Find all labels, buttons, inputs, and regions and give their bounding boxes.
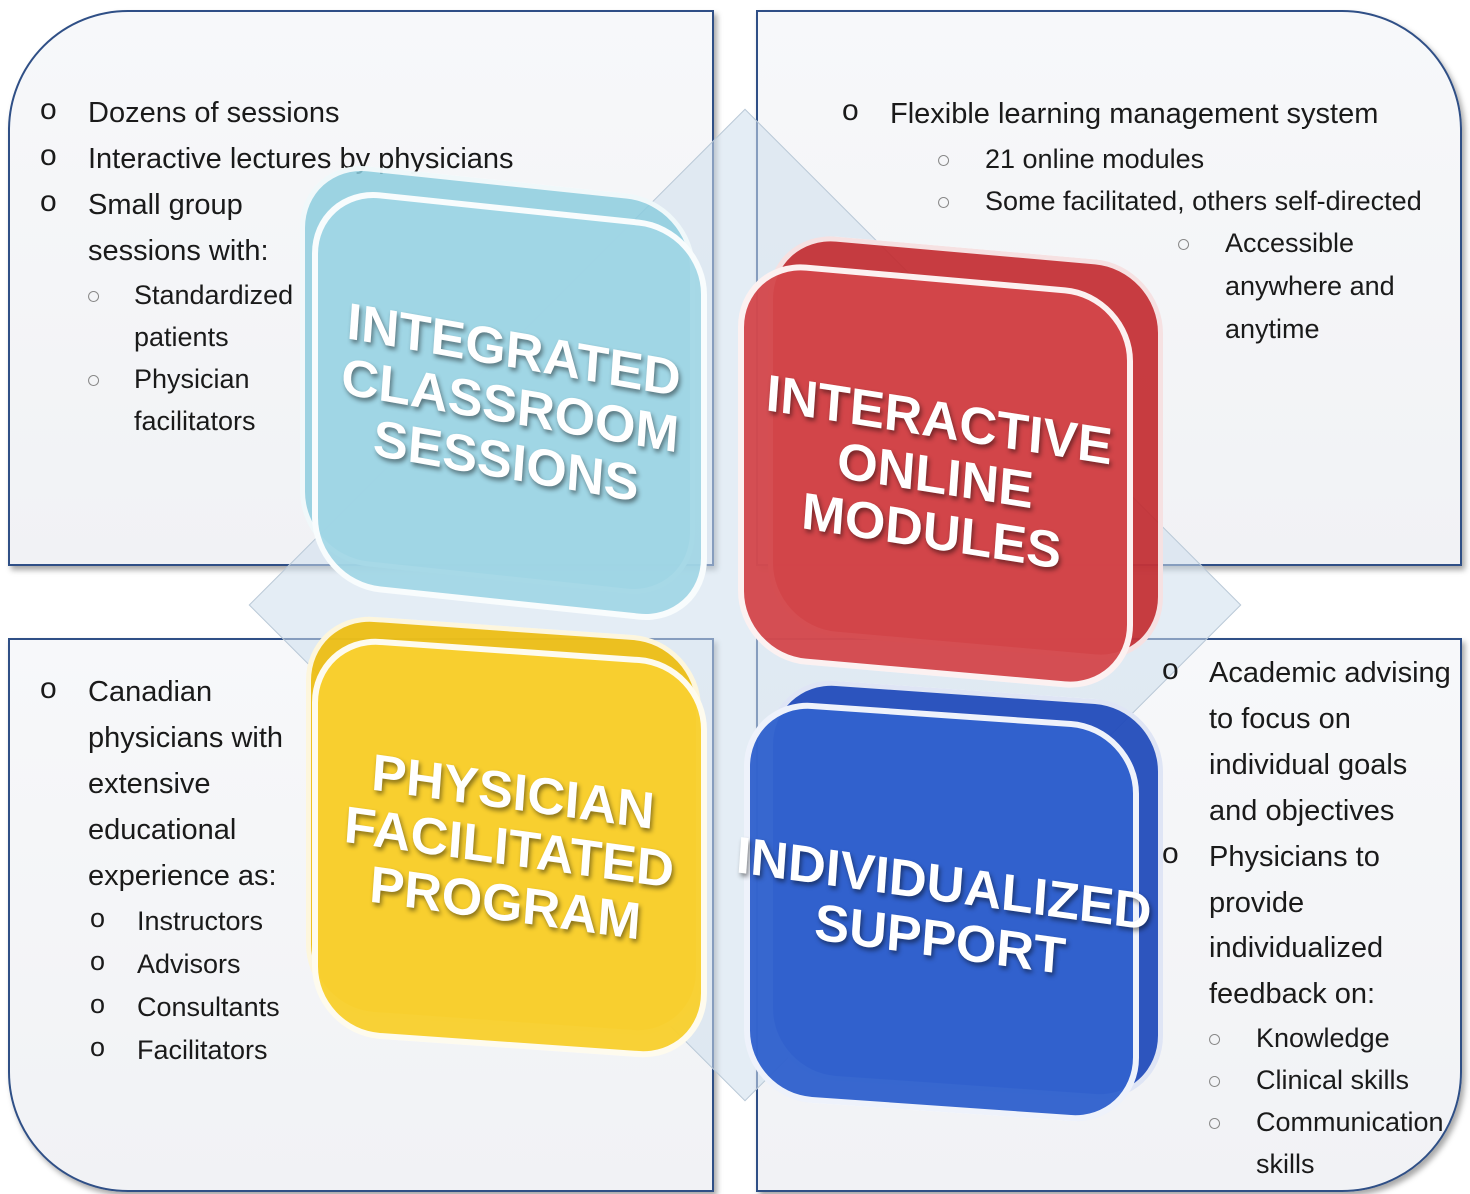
tile-integrated-classroom-sessions: INTEGRATED CLASSROOM SESSIONS [312, 185, 707, 627]
bullet: o [842, 94, 859, 127]
list-item: individualized [1209, 932, 1384, 964]
list-item: educational [88, 814, 237, 846]
bullet: o [90, 903, 106, 933]
sub-item: skills [1256, 1149, 1315, 1179]
list-item: and objectives [1209, 795, 1395, 827]
sub-bullet: ○ [86, 366, 102, 394]
tile-online-label: INTERACTIVE ONLINE MODULES [757, 365, 1114, 586]
sub-bullet: ○ [1207, 1025, 1223, 1053]
sub-item: patients [134, 322, 229, 352]
sub-item: Physician [134, 364, 250, 394]
list-item: Physicians to [1209, 841, 1380, 873]
list-item: to focus on [1209, 703, 1351, 735]
sub-item: 21 online modules [985, 144, 1205, 174]
list-item: Interactive lectures by physicians [88, 143, 514, 175]
bullet: o [90, 1032, 106, 1062]
list-item: sessions with: [88, 235, 269, 267]
tile-individualized-support: INDIVIDUALIZED SUPPORT [734, 698, 1153, 1126]
list-item: experience as: [88, 860, 277, 892]
sub-item: Knowledge [1256, 1023, 1390, 1053]
tile-interactive-online-modules: INTERACTIVE ONLINE MODULES [738, 258, 1133, 694]
sub-item: facilitators [134, 406, 256, 436]
tile-support-label: INDIVIDUALIZED SUPPORT [730, 826, 1153, 996]
sub-item: Consultants [137, 992, 280, 1022]
sub-bullet: ○ [936, 146, 952, 174]
sub-bullet: ○ [1207, 1109, 1223, 1137]
list-item: Flexible learning management system [890, 98, 1379, 130]
sub-bullet: ○ [86, 282, 102, 310]
bullet: o [40, 139, 57, 172]
bullet: o [40, 185, 57, 218]
list-item: feedback on: [1209, 978, 1376, 1010]
bullet: o [90, 989, 106, 1019]
tile-integrated-label: INTEGRATED CLASSROOM SESSIONS [335, 293, 684, 518]
bullet: o [40, 93, 57, 126]
list-item: extensive [88, 768, 211, 800]
sub-item: Accessible [1225, 228, 1355, 258]
list-item: Dozens of sessions [88, 97, 340, 129]
bullet: o [90, 946, 106, 976]
list-item: physicians with [88, 722, 284, 754]
sub-item: Instructors [137, 906, 264, 936]
sub-item: Communication [1256, 1107, 1444, 1137]
sub-bullet: ○ [936, 188, 952, 216]
sub-bullet: ○ [1207, 1067, 1223, 1095]
sub-item: Standardized [134, 280, 294, 310]
sub-item: Some facilitated, others self-directed [985, 186, 1422, 216]
bullet: o [40, 672, 57, 705]
tile-physician-facilitated-program: PHYSICIAN FACILITATED PROGRAM [312, 634, 707, 1062]
list-item: Canadian [88, 676, 213, 708]
bullet: o [1162, 837, 1179, 870]
list-item: individual goals [1209, 749, 1408, 781]
sub-bullet: ○ [1176, 230, 1192, 258]
sub-item: anywhere and [1225, 271, 1395, 301]
list-item: Academic advising [1209, 657, 1451, 689]
tile-physician-label: PHYSICIAN FACILITATED PROGRAM [339, 742, 680, 955]
bullet: o [1162, 653, 1179, 686]
sub-item: anytime [1225, 314, 1320, 344]
sub-item: Facilitators [137, 1035, 268, 1065]
list-item: Small group [88, 189, 243, 221]
list-item: provide [1209, 887, 1305, 919]
sub-item: Clinical skills [1256, 1065, 1410, 1095]
sub-item: Advisors [137, 949, 241, 979]
